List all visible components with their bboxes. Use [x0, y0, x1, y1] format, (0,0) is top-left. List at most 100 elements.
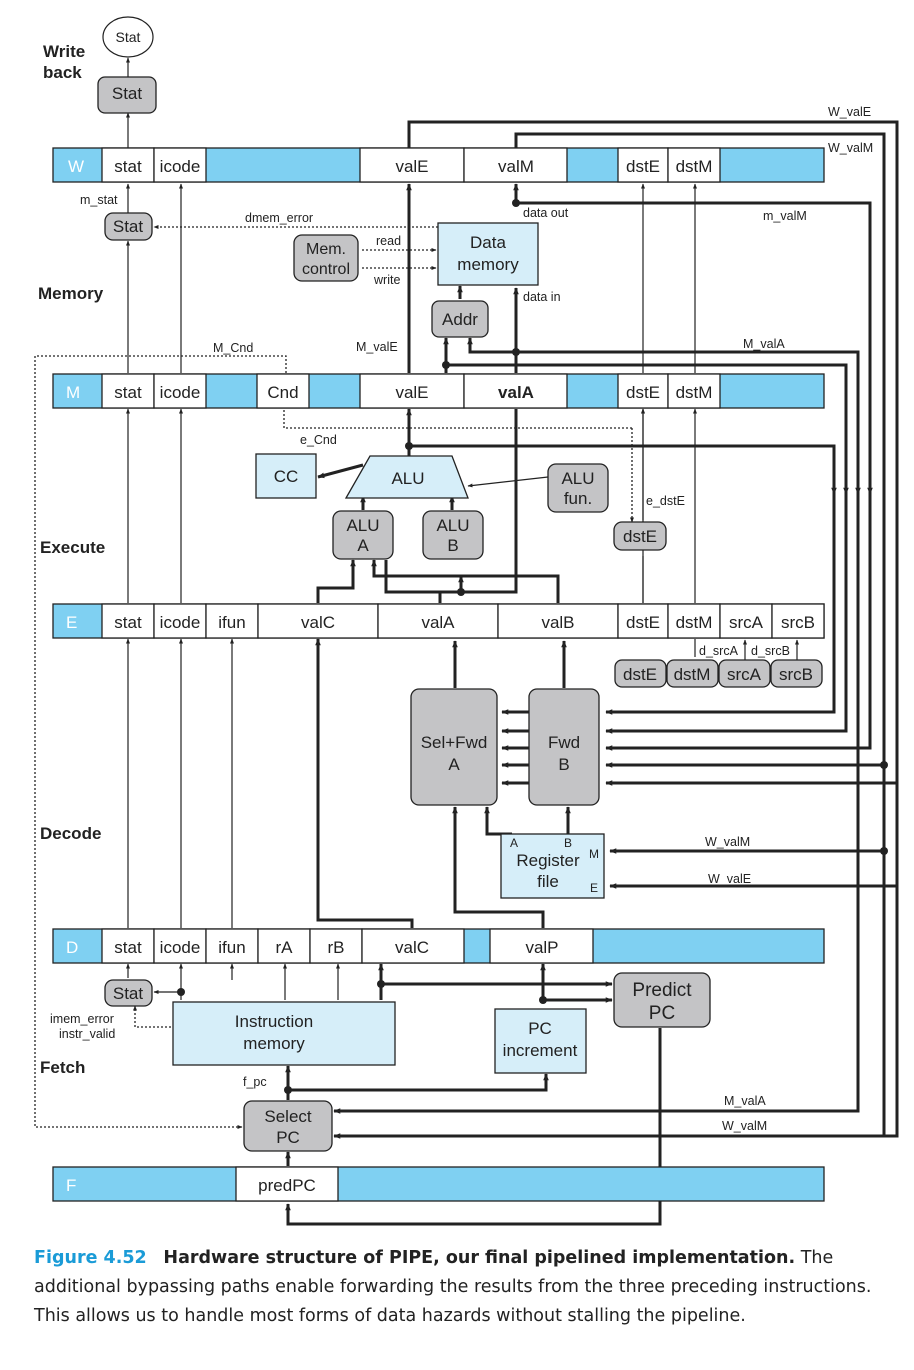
alu-a-line1: ALU	[346, 516, 379, 535]
pc-increment-line1: PC	[528, 1019, 552, 1038]
register-file-line2: file	[537, 872, 559, 891]
select-pc-line2: PC	[276, 1128, 300, 1147]
pipeline-register-m: M stat icode Cnd valE valA dstE dstM	[52, 373, 825, 409]
stat-output-ellipse	[102, 16, 154, 58]
wires	[34, 57, 899, 1226]
w-field-dstm: dstM	[676, 157, 713, 176]
signal-dmem-error: dmem_error	[245, 211, 313, 225]
predict-pc-block	[613, 972, 711, 1028]
mem-control-block	[293, 234, 359, 282]
predict-pc-line2: PC	[649, 1003, 675, 1024]
signal-d-srca: d_srcA	[699, 644, 739, 658]
d-field-ifun: ifun	[218, 938, 245, 957]
data-memory-line2: memory	[457, 255, 519, 274]
fwd-b-block	[528, 688, 600, 806]
pipeline-register-d: D stat icode ifun rA rB valC valP	[52, 928, 825, 964]
stage-label-memory: Memory	[38, 284, 104, 303]
m-field-cnd: Cnd	[267, 383, 298, 402]
e-field-stat: stat	[114, 613, 142, 632]
pipeline-register-f: F predPC	[52, 1166, 825, 1202]
cc-block	[255, 453, 317, 499]
signal-m-vale: M_valE	[356, 340, 398, 354]
pipe-hardware-diagram: W stat icode valE valM dstE dstM M stat …	[34, 16, 899, 1226]
stage-label-decode: Decode	[40, 824, 101, 843]
pc-increment-line2: increment	[503, 1041, 578, 1060]
mem-control-line1: Mem.	[306, 241, 346, 258]
data-memory-line1: Data	[470, 233, 506, 252]
e-field-ifun: ifun	[218, 613, 245, 632]
alu-fun-line1: ALU	[561, 469, 594, 488]
signal-d-srcb: d_srcB	[751, 644, 790, 658]
decode-srca-label: srcA	[727, 665, 762, 684]
stat-memory-label: Stat	[113, 217, 144, 236]
signal-m-stat: m_stat	[80, 193, 118, 207]
w-field-vale: valE	[395, 157, 428, 176]
stat-memory-block	[104, 212, 153, 241]
register-file-block	[500, 833, 605, 899]
signal-w-valm: W_valM	[828, 141, 873, 155]
data-memory-block	[437, 222, 539, 286]
d-field-stat: stat	[114, 938, 142, 957]
signal-m-cnd: M_Cnd	[213, 341, 253, 355]
stage-label-writeback-2: back	[43, 63, 82, 82]
stat-fetch-block	[104, 979, 153, 1007]
signal-data-out: data out	[523, 206, 569, 220]
signal-imem-error: imem_error	[50, 1012, 114, 1026]
rf-port-m: M	[589, 847, 599, 861]
select-pc-line1: Select	[264, 1107, 312, 1126]
signal-rf-w-vale: W_valE	[708, 872, 751, 886]
register-label-e: E	[66, 613, 77, 632]
instruction-memory-block	[172, 1001, 396, 1066]
sel-fwd-a-block	[410, 688, 498, 806]
signal-rf-w-valm: W_valM	[705, 835, 750, 849]
alu-b-line1: ALU	[436, 516, 469, 535]
caption-number: Figure 4.52	[34, 1248, 147, 1268]
signal-read: read	[376, 234, 401, 248]
dste-execute-label: dstE	[623, 527, 657, 546]
e-field-srca: srcA	[729, 613, 764, 632]
decode-srcb-label: srcB	[779, 665, 813, 684]
predict-pc-line1: Predict	[632, 980, 692, 1001]
pipeline-register-e: E stat icode ifun valC valA valB dstE ds…	[52, 603, 825, 639]
pipeline-register-w: W stat icode valE valM dstE dstM	[52, 147, 825, 183]
alu-b-line2: B	[447, 536, 458, 555]
d-field-ra: rA	[276, 938, 294, 957]
decode-srca-block	[718, 659, 771, 688]
d-field-valp: valP	[525, 938, 558, 957]
cc-label: CC	[274, 467, 299, 486]
decode-dstm-block	[666, 659, 719, 688]
e-field-dste: dstE	[626, 613, 660, 632]
register-label-w: W	[68, 157, 84, 176]
alu-fun-block	[547, 463, 609, 513]
register-label-d: D	[66, 938, 78, 957]
m-field-vale: valE	[395, 383, 428, 402]
signal-e-cnd: e_Cnd	[300, 433, 337, 447]
fwd-b-line1: Fwd	[548, 733, 580, 752]
mem-control-line2: control	[302, 261, 350, 278]
e-field-valb: valB	[541, 613, 574, 632]
alu-block	[344, 455, 469, 499]
signal-data-in: data in	[523, 290, 561, 304]
caption-title: Hardware structure of PIPE, our final pi…	[163, 1248, 796, 1268]
w-field-stat: stat	[114, 157, 142, 176]
stat-fetch-label: Stat	[113, 984, 144, 1003]
dste-execute-block	[613, 521, 667, 551]
signal-instr-valid: instr_valid	[59, 1027, 115, 1041]
e-field-valc: valC	[301, 613, 335, 632]
signal-write: write	[373, 273, 400, 287]
signal-f-pc: f_pc	[243, 1075, 267, 1089]
stage-label-fetch: Fetch	[40, 1058, 85, 1077]
figure-caption: Figure 4.52 Hardware structure of PIPE, …	[34, 1244, 894, 1331]
d-field-icode: icode	[160, 938, 201, 957]
f-field-predpc: predPC	[258, 1176, 316, 1195]
e-field-srcb: srcB	[781, 613, 815, 632]
d-field-valc: valC	[395, 938, 429, 957]
decode-dstm-label: dstM	[674, 665, 711, 684]
d-field-rb: rB	[328, 938, 345, 957]
stat-writeback-block	[97, 76, 157, 114]
stat-writeback-label: Stat	[112, 84, 143, 103]
m-field-dstm: dstM	[676, 383, 713, 402]
signal-m-vala: M_valA	[743, 337, 785, 351]
instruction-memory-line2: memory	[243, 1034, 305, 1053]
register-label-f: F	[66, 1176, 76, 1195]
